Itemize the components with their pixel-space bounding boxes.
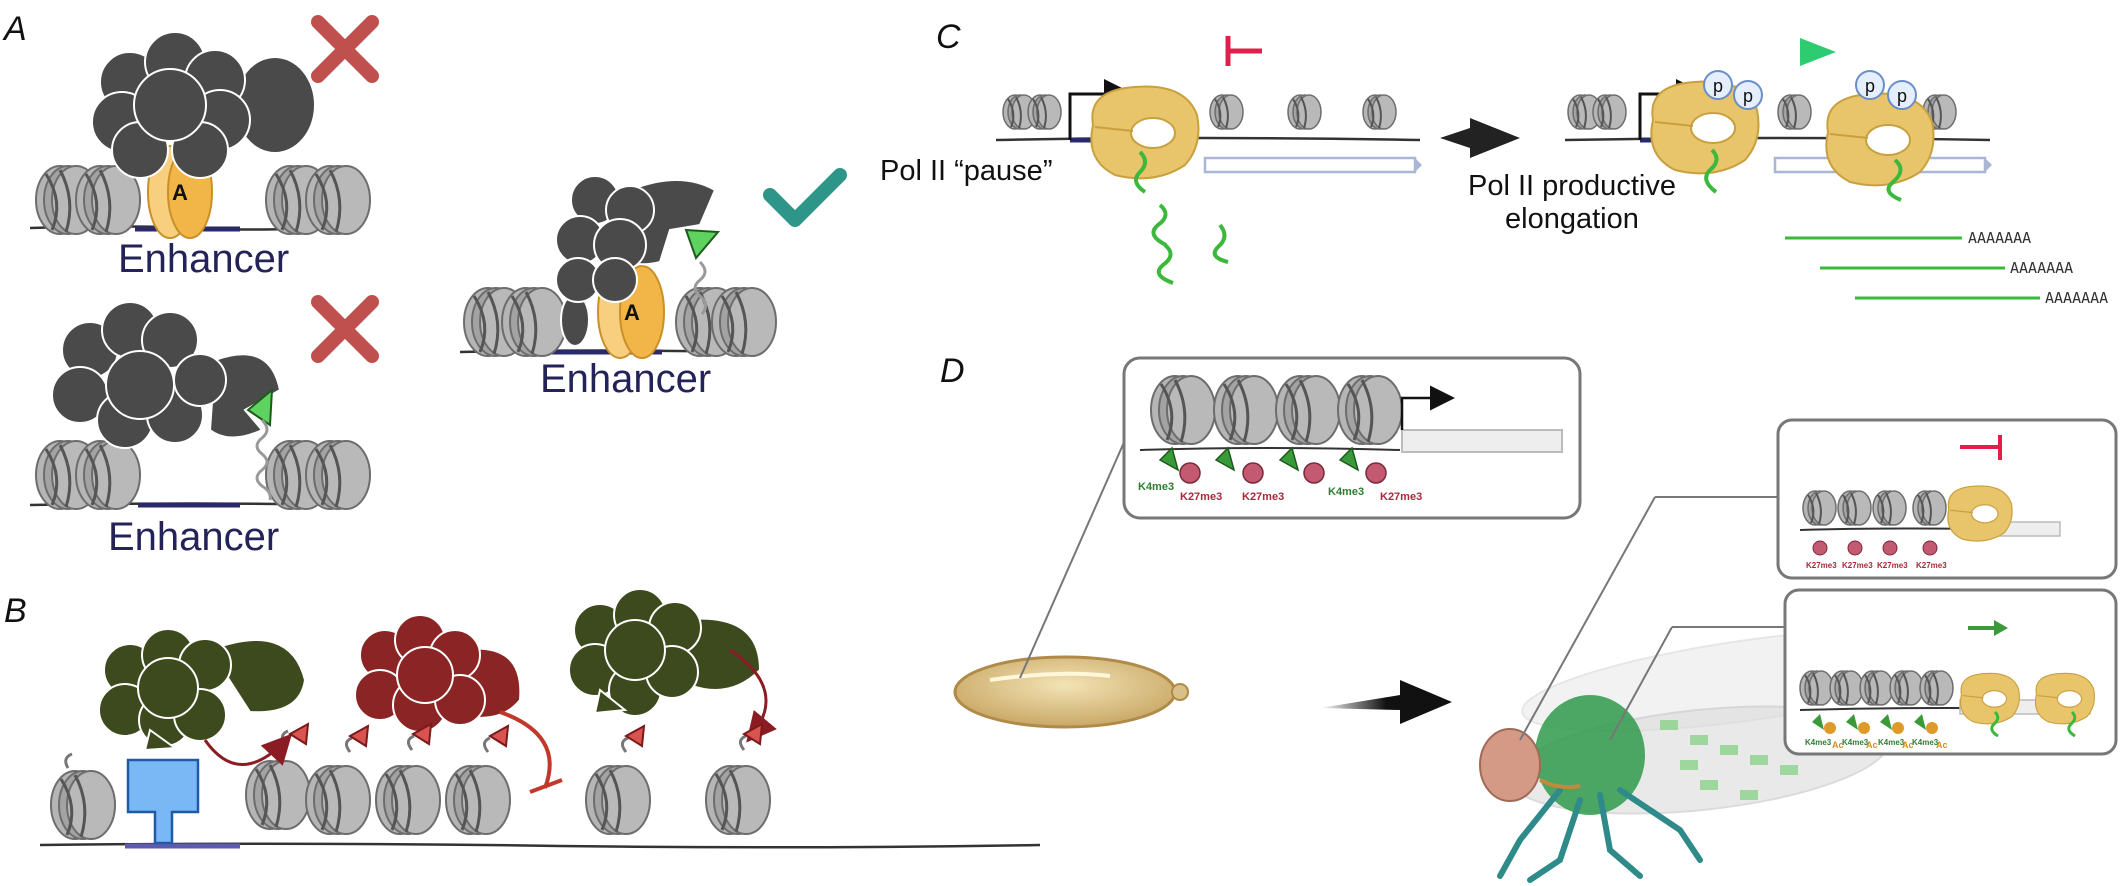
pol2-pause-label: Pol II “pause” <box>880 155 1052 187</box>
repression-icon <box>1225 36 1262 66</box>
gene-body <box>1203 156 1417 174</box>
check-icon <box>763 168 847 227</box>
phospho-label: p <box>1713 76 1723 96</box>
repression-icon <box>1960 435 2002 460</box>
mark-label-k27: K27me3 <box>1380 491 1422 503</box>
mark-label-ac: Ac <box>1902 740 1914 750</box>
panel-a-top-scheme: A Enhancer <box>29 15 379 281</box>
panel-c: C Pol II “pause” <box>880 18 2108 307</box>
pol2-elongation-label-1: Pol II productive <box>1468 170 1676 202</box>
mark-label-k27: K27me3 <box>1916 561 1947 570</box>
tss-arrow-icon <box>1400 385 1455 430</box>
process-arrow-icon <box>1440 118 1520 158</box>
mark-label-k27: K27me3 <box>1242 491 1284 503</box>
inset-repressed-gene <box>1776 418 2118 580</box>
panel-a-letter: A <box>2 10 27 48</box>
pol2-elongating <box>1825 92 1935 187</box>
writer-complex-green <box>568 588 762 717</box>
activation-domain-icon <box>684 228 721 260</box>
enhancer-label-a1: Enhancer <box>118 237 289 281</box>
nascent-rna <box>1704 148 1903 202</box>
panel-d-letter: D <box>940 352 965 390</box>
mark-label-k27: K27me3 <box>1806 561 1837 570</box>
cross-icon <box>311 295 379 363</box>
histone-marks: K27me3 K27me3 K27me3 K27me3 <box>1806 540 1947 570</box>
panel-b-letter: B <box>4 592 27 630</box>
panel-c-letter: C <box>936 18 961 56</box>
mark-label-ac: Ac <box>1866 740 1878 750</box>
histone-marks: K4me3 K27me3 K27me3 K4me3 K27me3 <box>1138 446 1422 503</box>
pol2-elongation-label-2: elongation <box>1505 203 1639 235</box>
panel-b: B <box>4 588 1041 849</box>
mark-label-ac: Ac <box>1832 740 1844 750</box>
embryo-icon <box>953 655 1189 729</box>
mark-label-k4: K4me3 <box>1878 738 1905 747</box>
mark-label-k4: K4me3 <box>1138 481 1174 493</box>
phospho-label: p <box>1865 76 1875 96</box>
phospho-group: p p p p <box>1703 70 1917 110</box>
activation-domain-icon <box>246 387 274 427</box>
reader-complex-red <box>354 614 522 733</box>
histone-mark-triangles <box>288 722 764 748</box>
activator-label: A <box>624 300 640 325</box>
histone-marks: K4me3 Ac K4me3 Ac K4me3 Ac K4me3 Ac <box>1805 714 1948 750</box>
cross-icon <box>311 15 379 83</box>
mrna-products: AAAAAAA AAAAAAA AAAAAAA <box>1785 229 2108 307</box>
panel-a-bottom-scheme: Enhancer <box>29 295 379 559</box>
polya-label: AAAAAAA <box>2045 289 2108 307</box>
mark-label-k27: K27me3 <box>1180 491 1222 503</box>
coactivator-complex <box>555 175 717 303</box>
gene-body <box>1401 429 1563 453</box>
phospho-label: p <box>1897 86 1907 106</box>
mark-label-k27: K27me3 <box>1877 561 1908 570</box>
panel-a: A A Enhancer <box>2 10 847 559</box>
panel-d: D K4me3 K27me3 K27me3 K4me3 K27 <box>940 352 2118 883</box>
transcription-factor <box>126 758 200 845</box>
activator-label: A <box>172 180 188 205</box>
mark-label-k4: K4me3 <box>1805 738 1832 747</box>
process-arrow-icon <box>1320 680 1452 724</box>
mark-label-k4: K4me3 <box>1842 738 1869 747</box>
coactivator-complex <box>91 31 316 179</box>
repression-icon <box>499 710 563 794</box>
writer-complex-green <box>98 628 307 752</box>
mark-label-k4: K4me3 <box>1328 486 1364 498</box>
panel-a-right-scheme: A Enhancer <box>459 168 847 401</box>
nascent-rna <box>1134 150 1229 285</box>
activation-arrow-icon <box>1968 620 2008 636</box>
activation-arrow-icon <box>1800 38 1836 66</box>
enhancer-label-a3: Enhancer <box>540 357 711 401</box>
polya-label: AAAAAAA <box>2010 259 2073 277</box>
mark-label-ac: Ac <box>1936 740 1948 750</box>
polya-label: AAAAAAA <box>1968 229 2031 247</box>
mark-label-k4: K4me3 <box>1912 738 1939 747</box>
phospho-label: p <box>1743 86 1753 106</box>
mark-label-k27: K27me3 <box>1842 561 1873 570</box>
coactivator-complex <box>51 301 282 449</box>
enhancer-label-a2: Enhancer <box>108 515 279 559</box>
